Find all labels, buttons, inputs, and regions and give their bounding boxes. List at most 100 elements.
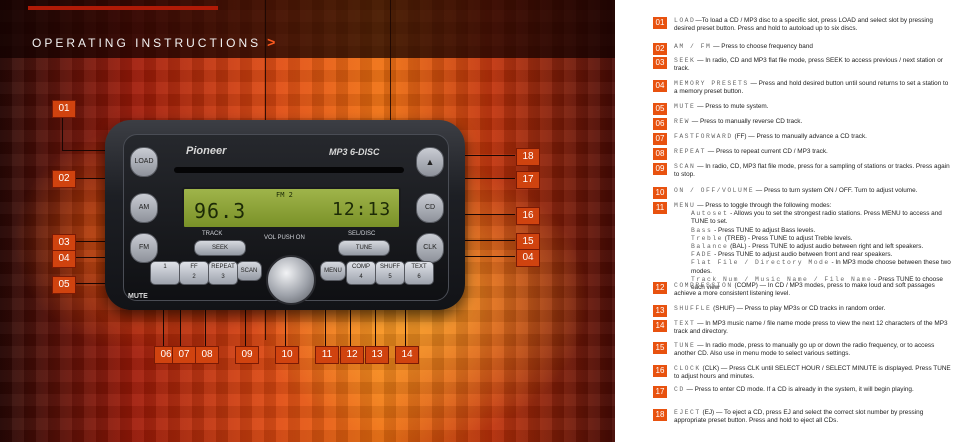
item-text: REPEAT — Press to repeat current CD / MP…	[674, 148, 952, 156]
item-text: ON / OFF/VOLUME — Press to turn system O…	[674, 187, 952, 195]
callout-line	[430, 240, 515, 241]
preset-label: COMP	[352, 264, 370, 270]
item-description: — In radio, CD, MP3 flat file mode, pres…	[674, 163, 950, 179]
item-keyword: REW	[674, 118, 691, 125]
item-description: — Press to enter CD mode. If a CD is alr…	[684, 386, 914, 393]
item-number: 12	[653, 282, 667, 294]
item-description: — In radio mode, press to manually go up…	[674, 342, 935, 358]
preset-label: TEXT	[411, 264, 427, 270]
callout-line	[350, 290, 351, 346]
callout-line	[205, 290, 206, 346]
mode-keyword: FADE	[691, 251, 713, 259]
cd-button[interactable]: CD	[416, 193, 444, 223]
item-description: — Press and hold desired button until so…	[674, 80, 949, 96]
callout-04-right: 04	[516, 249, 540, 267]
callout-line	[375, 290, 376, 346]
item-number: 17	[653, 386, 667, 398]
preset-label: REPEAT	[211, 264, 235, 270]
mode-description: - Press TUNE to adjust Bass levels.	[712, 226, 816, 234]
am-button[interactable]: AM	[130, 193, 158, 223]
preset-label: SHUFF	[380, 264, 400, 270]
callout-07: 07	[172, 346, 196, 364]
callout-line	[455, 155, 515, 156]
item-keyword: AM / FM	[674, 43, 712, 50]
callout-09: 09	[235, 346, 259, 364]
page-title-text: OPERATING INSTRUCTIONS	[32, 36, 262, 50]
item-keyword: CD	[674, 386, 685, 393]
mode-keyword: Balance	[691, 243, 729, 251]
item-description: (FF) — Press to manually advance a CD tr…	[732, 133, 867, 140]
sel-disc-label: SEL/DISC	[348, 231, 376, 237]
callout-line	[62, 110, 63, 150]
seek-button[interactable]: SEEK	[194, 240, 246, 256]
disc-slot	[174, 167, 404, 173]
mode-description: - Allows you to set the strongest radio …	[691, 210, 942, 226]
fm-button[interactable]: FM	[130, 233, 158, 263]
callout-line	[163, 290, 164, 346]
item-description: — Press to manually reverse CD track.	[690, 118, 803, 125]
item-description: (SHUF) — Press to play MP3s or CD tracks…	[711, 305, 886, 312]
callout-line	[180, 290, 181, 346]
preset-number: 3	[221, 274, 225, 280]
item-text: MENU — Press to toggle through the follo…	[674, 202, 952, 292]
item-text: CD — Press to enter CD mode. If a CD is …	[674, 386, 952, 394]
callout-18: 18	[516, 148, 540, 166]
item-description: (CLK) — Press CLK until SELECT HOUR / SE…	[674, 365, 951, 381]
item-description: (EJ) — To eject a CD, press EJ and selec…	[674, 409, 924, 425]
item-number: 07	[653, 133, 667, 145]
item-number: 06	[653, 118, 667, 130]
preset-number: 4	[359, 274, 363, 280]
load-button[interactable]: LOAD	[130, 147, 158, 177]
item-description: —To load a CD / MP3 disc to a specific s…	[674, 17, 933, 33]
callout-17: 17	[516, 171, 540, 189]
item-keyword: SHUFFLE	[674, 305, 712, 312]
item-text: COMPRESSION (COMP) — In CD / MP3 modes, …	[674, 282, 952, 298]
title-arrow-icon: >	[267, 34, 279, 50]
item-text: TEXT — In MP3 music name / file name mod…	[674, 320, 952, 336]
mode-keyword: Bass	[691, 226, 713, 234]
menu-button[interactable]: MENU	[320, 261, 346, 281]
callout-line	[455, 214, 515, 215]
item-text: SEEK — In radio, CD and MP3 flat file mo…	[674, 57, 952, 73]
callout-01: 01	[52, 100, 76, 118]
item-number: 08	[653, 148, 667, 160]
preset-button-4[interactable]: COMP 4	[346, 261, 376, 285]
item-text: MEMORY PRESETS — Press and hold desired …	[674, 80, 952, 96]
mode-description: - Press TUNE to choose each view	[691, 275, 943, 292]
callout-10: 10	[275, 346, 299, 364]
preset-button-1[interactable]: 1	[150, 261, 180, 285]
track-label: TRACK	[202, 231, 223, 237]
clk-button[interactable]: CLK	[416, 233, 444, 263]
item-keyword: TUNE	[674, 342, 696, 349]
item-description: — Press to choose frequency band	[711, 43, 813, 50]
mute-button[interactable]: MUTE	[128, 293, 148, 300]
item-keyword: SCAN	[674, 163, 696, 170]
item-text: AM / FM — Press to choose frequency band	[674, 43, 952, 51]
watermark: manualsbase.com	[830, 424, 952, 440]
callout-12: 12	[340, 346, 364, 364]
item-keyword: LOAD	[674, 17, 696, 24]
eject-icon[interactable]: ▲	[416, 147, 444, 177]
item-keyword: MENU	[674, 202, 696, 209]
lcd-display: FM 2 96.3 12:13	[182, 187, 401, 229]
scan-button[interactable]: SCAN	[236, 261, 262, 281]
callout-line	[405, 290, 406, 346]
callout-05: 05	[52, 276, 76, 294]
callout-line	[455, 178, 515, 179]
lcd-clock: 12:13	[332, 199, 392, 220]
menu-mode-item: FADE - Press TUNE to adjust audio betwee…	[674, 251, 952, 259]
brand-logo: Pioneer	[186, 145, 227, 157]
callout-11: 11	[315, 346, 339, 364]
item-number: 18	[653, 409, 667, 421]
tune-button[interactable]: TUNE	[338, 240, 390, 256]
item-number: 10	[653, 187, 667, 199]
item-text: REW — Press to manually reverse CD track…	[674, 118, 952, 126]
volume-knob[interactable]	[266, 255, 316, 305]
item-text: MUTE — Press to mute system.	[674, 103, 952, 111]
page-title: OPERATING INSTRUCTIONS >	[32, 34, 278, 50]
item-number: 09	[653, 163, 667, 175]
preset-button-3[interactable]: REPEAT 3	[208, 261, 238, 285]
